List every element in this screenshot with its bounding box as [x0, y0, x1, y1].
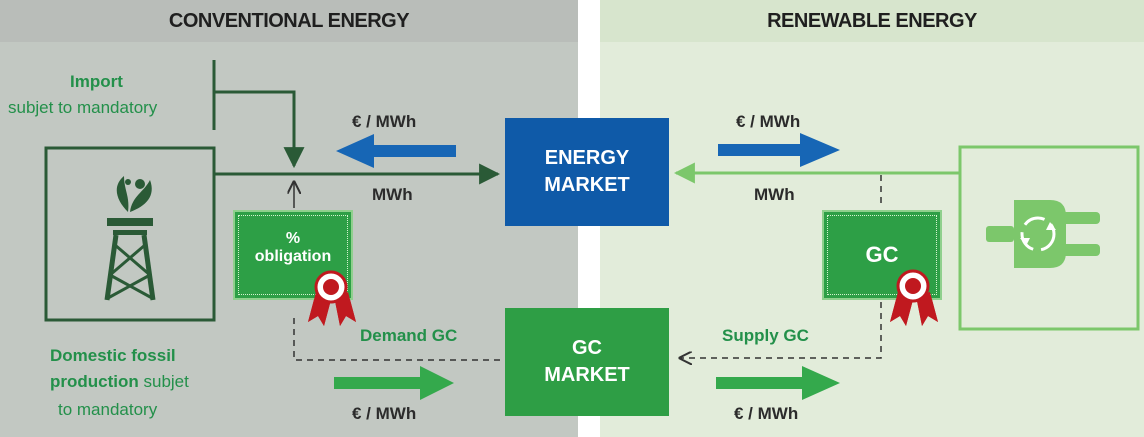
right-price-bottom-label: € / MWh [734, 404, 799, 423]
demand-gc-dashed-line [293, 318, 500, 361]
demand-gc-label: Demand GC [360, 326, 458, 345]
obligation-certificate: % obligation [233, 210, 353, 300]
eco-plug-icon [986, 200, 1100, 268]
right-mwh-label: MWh [754, 185, 795, 204]
left-price-bottom-label: € / MWh [352, 404, 417, 423]
gc-certificate-label: GC [865, 242, 899, 267]
import-subtitle: subjet to mandatory [8, 98, 158, 117]
oil-rig-icon [104, 176, 156, 301]
gc-certificate: GC [822, 210, 942, 300]
import-title: Import [70, 72, 123, 91]
left-mwh-label: MWh [372, 185, 413, 204]
gc-market-line1: GC [572, 337, 602, 359]
domestic-line2-bold: production [50, 372, 139, 391]
right-price-top-label: € / MWh [736, 112, 801, 131]
left-price-top-label: € / MWh [352, 112, 417, 131]
conventional-price-arrow [336, 134, 456, 168]
domestic-line2: production subjet [50, 372, 189, 392]
import-connector [214, 90, 305, 169]
energy-market-box: ENERGY MARKET [505, 118, 669, 226]
domestic-production-box [44, 146, 216, 322]
supply-gc-label: Supply GC [722, 326, 809, 345]
supply-gc-dashed-line [680, 302, 882, 358]
domestic-line1: Domestic fossil [50, 346, 176, 365]
gc-market-box: GC MARKET [505, 308, 669, 416]
conventional-header-bar [0, 0, 578, 42]
gc-market-line2: MARKET [544, 364, 630, 386]
renewable-title: RENEWABLE ENERGY [767, 10, 977, 32]
energy-market-line1: ENERGY [544, 147, 630, 169]
renewable-price-arrow [718, 133, 840, 167]
obligation-percent: % [285, 230, 301, 247]
domestic-line2-rest: subjet [138, 372, 189, 391]
conventional-title: CONVENTIONAL ENERGY [168, 10, 410, 32]
supply-price-arrow [716, 366, 840, 400]
obligation-label: obligation [254, 248, 332, 265]
demand-price-arrow [334, 366, 454, 400]
energy-market-line2: MARKET [544, 174, 630, 196]
domestic-line3: to mandatory [58, 400, 158, 419]
renewable-source-box [958, 145, 1140, 331]
renewable-header-bar [600, 0, 1144, 42]
